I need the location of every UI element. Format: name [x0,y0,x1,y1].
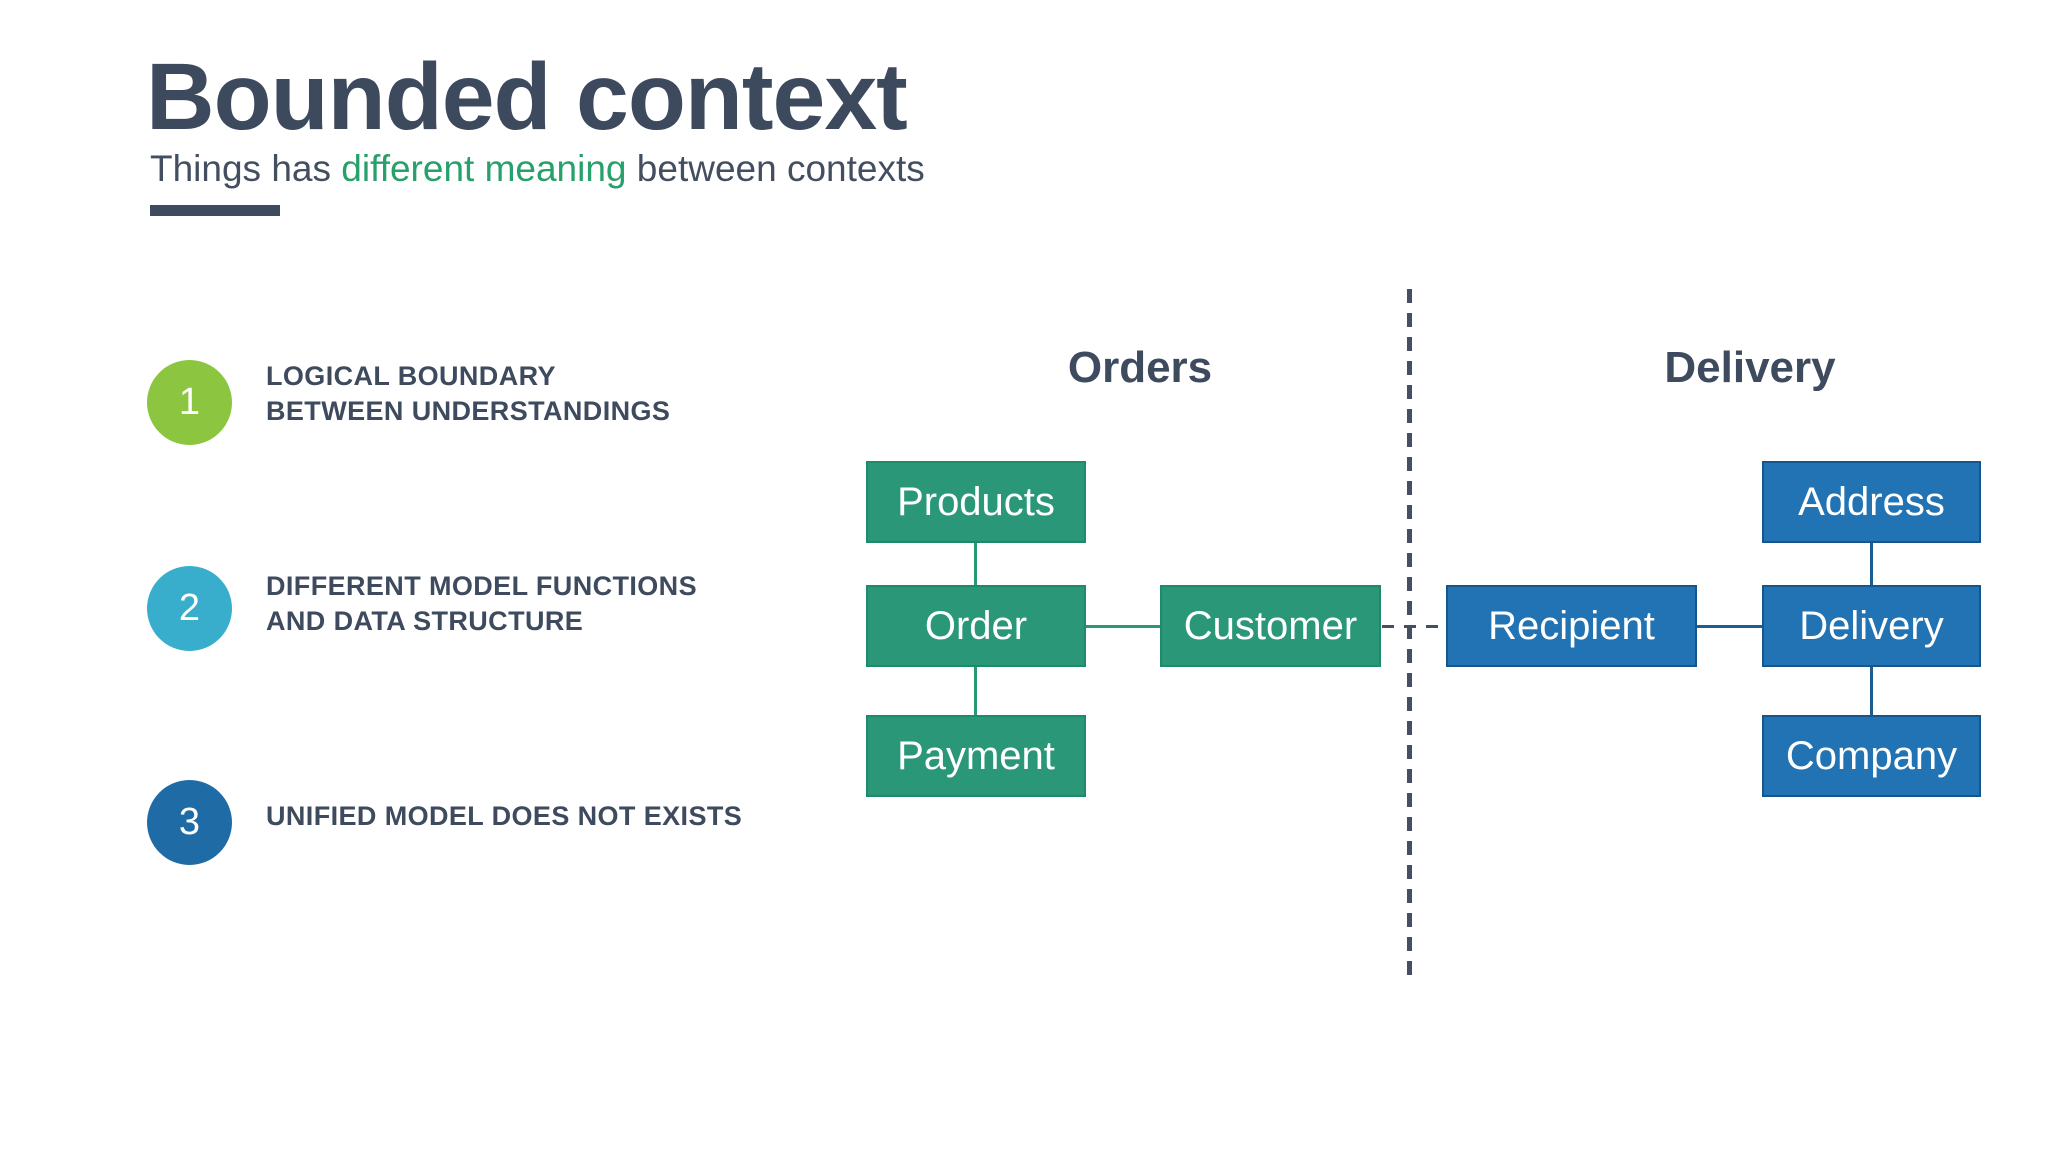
subtitle: Things has different meaning between con… [150,150,925,187]
title-underline-bar [150,205,280,216]
bullet-2-number: 2 [178,587,201,629]
connector-order-payment [974,667,977,715]
bullet-2-circle: 2 [147,566,232,651]
connector-order-customer [1086,625,1160,628]
connector-customer-recipient-dashed [1382,625,1446,628]
node-recipient: Recipient [1446,585,1697,667]
bullet-1-circle: 1 [147,360,232,445]
connector-delivery-company [1870,667,1873,715]
subtitle-prefix: Things has [150,148,342,189]
node-customer: Customer [1160,585,1381,667]
connector-address-delivery [1870,543,1873,585]
bullet-2-line1: DIFFERENT MODEL FUNCTIONS [266,571,697,601]
subtitle-suffix: between contexts [626,148,925,189]
node-payment: Payment [866,715,1086,797]
bullet-3-circle: 3 [147,780,232,865]
context-boundary-dashed-line [1407,289,1412,977]
subtitle-highlight: different meaning [341,148,627,189]
node-delivery: Delivery [1762,585,1981,667]
node-products: Products [866,461,1086,543]
bullet-3-text: UNIFIED MODEL DOES NOT EXISTS [266,799,742,834]
page-title: Bounded context [146,44,908,150]
connector-recipient-delivery [1697,625,1762,628]
bullet-1-line1: LOGICAL BOUNDARY [266,361,556,391]
bullet-1-number: 1 [178,381,201,423]
bullet-1-text: LOGICAL BOUNDARY BETWEEN UNDERSTANDINGS [266,359,670,429]
node-address: Address [1762,461,1981,543]
node-order: Order [866,585,1086,667]
node-company: Company [1762,715,1981,797]
bullet-3-number: 3 [178,801,201,843]
bullet-1-line2: BETWEEN UNDERSTANDINGS [266,396,671,426]
delivery-context-title: Delivery [1664,343,1836,392]
bullet-3-line1: UNIFIED MODEL DOES NOT EXISTS [266,801,743,831]
orders-context-title: Orders [1067,343,1213,392]
bullet-2-line2: AND DATA STRUCTURE [266,606,584,636]
bullet-2-text: DIFFERENT MODEL FUNCTIONS AND DATA STRUC… [266,569,697,639]
connector-products-order [974,543,977,585]
